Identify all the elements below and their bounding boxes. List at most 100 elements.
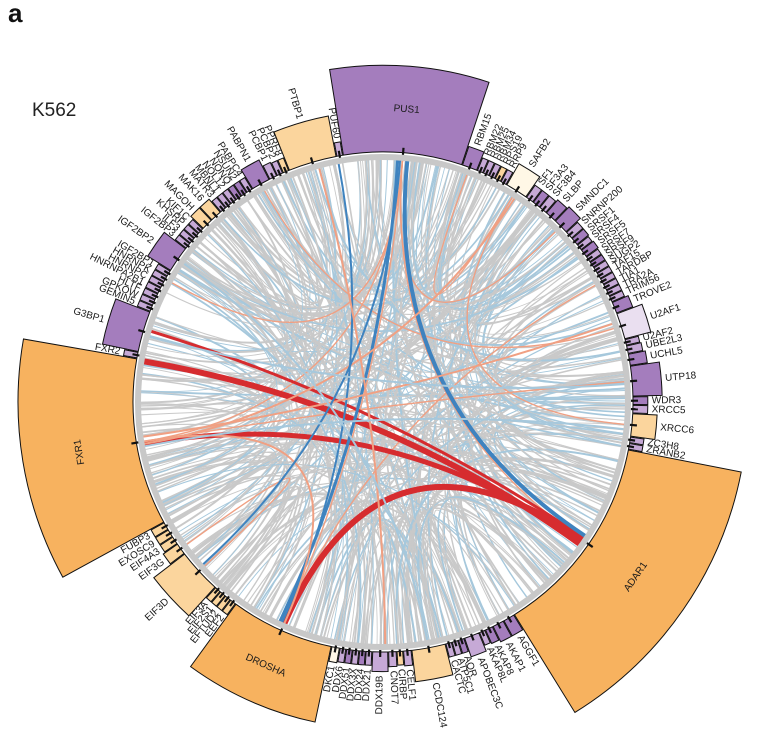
- background-link: [173, 278, 362, 644]
- segment-tick: [626, 444, 635, 449]
- background-link: [282, 180, 483, 624]
- background-link: [493, 404, 626, 530]
- segment-tick: [347, 647, 351, 655]
- background-link: [427, 166, 595, 324]
- highlighted-link-safb2-fxr1: [143, 197, 516, 445]
- segment-ticks: [131, 147, 639, 657]
- segment-wdr3: [632, 396, 649, 406]
- segment-apobec3c: [464, 632, 487, 658]
- background-link: [146, 169, 454, 459]
- segment-celf1: [403, 649, 414, 667]
- segment-tick: [577, 243, 585, 250]
- background-link: [495, 285, 625, 426]
- segment-tick: [282, 166, 288, 174]
- segment-label-safb2: SAFB2: [527, 137, 553, 170]
- background-link: [144, 357, 619, 461]
- cell-line-label: K562: [32, 100, 77, 121]
- background-link: [141, 229, 284, 424]
- background-link: [465, 213, 568, 561]
- segment-tick: [581, 249, 589, 256]
- segment-tick: [213, 587, 220, 595]
- segment-tick: [337, 150, 342, 158]
- segment-tick: [506, 615, 513, 623]
- background-link: [205, 159, 388, 568]
- background-link: [422, 502, 547, 639]
- highlighted-link-drosha-adar1: [281, 483, 586, 627]
- segment-tick: [487, 626, 493, 634]
- segment-tick: [548, 212, 555, 219]
- segment-tick: [148, 299, 156, 305]
- segment-tick: [360, 649, 364, 657]
- background-link: [164, 475, 361, 644]
- background-link: [466, 196, 625, 425]
- segment-label-eif3d: EIF3D: [143, 596, 171, 623]
- background-link: [140, 379, 625, 407]
- segment-pus1: [329, 64, 490, 166]
- segment-label-utp18: UTP18: [665, 370, 697, 384]
- background-link: [366, 458, 614, 645]
- background-link: [144, 221, 546, 446]
- segment-tick: [514, 185, 521, 193]
- segment-uchl5: [627, 350, 648, 366]
- panel-letter: a: [8, 0, 23, 28]
- segment-tick: [229, 197, 236, 205]
- background-link: [429, 326, 614, 638]
- segment-tick: [229, 599, 236, 607]
- segment-safb2: [506, 162, 541, 198]
- highlighted-link-utp18-g3bp1: [149, 335, 626, 389]
- segment-tick: [163, 269, 171, 276]
- background-link: [497, 331, 616, 478]
- background-link: [186, 170, 331, 545]
- background-link: [399, 160, 556, 303]
- segment-tick: [453, 639, 458, 647]
- segment-tick: [627, 357, 635, 362]
- segment-label-dkc1: DKC1: [322, 665, 338, 694]
- segment-aggf1: [503, 614, 524, 637]
- segment-ptbp1: [273, 115, 337, 171]
- background-link: [450, 185, 560, 570]
- segment-tick: [354, 648, 358, 656]
- segment-utp18: [629, 361, 663, 397]
- background-link: [323, 457, 615, 638]
- background-link: [503, 394, 626, 401]
- segment-label-ddx6: DDX6: [331, 665, 346, 694]
- background-links: [140, 159, 626, 645]
- background-link: [445, 174, 625, 381]
- background-link: [170, 282, 417, 643]
- background-link: [433, 170, 546, 584]
- background-link: [421, 164, 581, 315]
- segment-tick: [527, 194, 534, 202]
- segment-tick: [495, 174, 502, 183]
- segment-label-xrcc6: XRCC6: [660, 422, 695, 436]
- background-link: [141, 373, 617, 471]
- segment-tick: [276, 169, 282, 177]
- segment-g3bp1: [101, 298, 151, 353]
- background-link: [457, 477, 595, 615]
- segment-label-ccdc124: CCDC124: [430, 682, 449, 729]
- segment-tick: [589, 261, 597, 267]
- segment-tick: [138, 329, 146, 334]
- background-link: [476, 220, 611, 486]
- segment-tick: [405, 648, 409, 656]
- segment-tick: [566, 230, 574, 238]
- segment-tick: [625, 347, 633, 352]
- segment-tick: [586, 542, 594, 548]
- inner-ring: [135, 154, 631, 650]
- segment-label-pus1: PUS1: [393, 103, 420, 116]
- background-link: [141, 213, 538, 382]
- background-link: [474, 216, 605, 501]
- segment-label-ddx3x: DDX3X: [345, 667, 360, 702]
- segment-tick: [183, 241, 191, 248]
- background-link: [476, 241, 578, 327]
- segment-trove2: [611, 295, 634, 314]
- segment-tick: [427, 645, 431, 653]
- segment-label-cnot7: CNOT7: [387, 670, 399, 705]
- highlighted-link-u2af1-fxr1: [142, 322, 614, 438]
- background-link: [283, 160, 404, 624]
- segment-tick: [219, 205, 226, 213]
- segment-tick: [187, 236, 195, 243]
- background-link: [360, 162, 424, 644]
- segment-tick: [447, 641, 452, 649]
- segment-akap8: [484, 626, 500, 645]
- background-link: [146, 425, 622, 456]
